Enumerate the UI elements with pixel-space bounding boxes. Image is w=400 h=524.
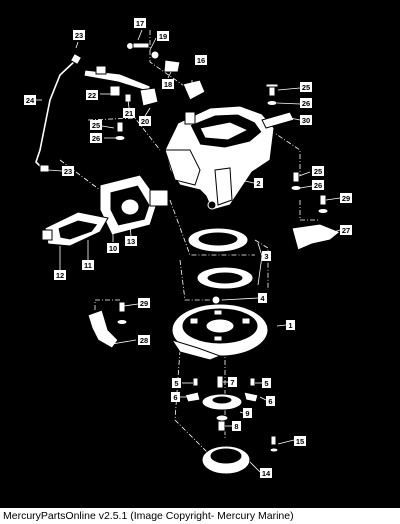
callout-13-text: 13 [127, 237, 135, 246]
callout-25-left-text: 25 [92, 121, 100, 130]
callout-23-bottom-text: 23 [64, 167, 72, 176]
callout-8-text: 8 [234, 422, 238, 431]
callout-29-lower-text: 29 [140, 299, 148, 308]
callout-24-text: 24 [26, 96, 35, 105]
callout-16: 16 [195, 55, 207, 65]
callout-26-top-text: 26 [302, 99, 310, 108]
callout-26-right: 26 [312, 180, 324, 190]
callout-19-text: 19 [159, 32, 167, 41]
callout-13: 13 [125, 236, 137, 246]
callout-25-left: 25 [90, 120, 102, 130]
callout-18: 18 [162, 79, 174, 89]
callout-23-top-text: 23 [75, 31, 83, 40]
callout-24: 24 [24, 95, 36, 105]
callout-23-top: 23 [73, 30, 85, 40]
lockout-lever-27 [291, 223, 341, 251]
callout-9: 9 [243, 408, 252, 418]
callout-14-text: 14 [262, 469, 271, 478]
callout-5-right: 5 [262, 378, 271, 388]
callout-15: 15 [294, 436, 306, 446]
callout-30: 30 [300, 115, 312, 125]
callout-25-right: 25 [312, 166, 324, 176]
callout-2-text: 2 [256, 179, 260, 188]
callout-25-top-text: 25 [302, 83, 310, 92]
rope-guide [99, 174, 169, 236]
callout-30-text: 30 [302, 116, 310, 125]
callout-4-text: 4 [260, 294, 265, 303]
callout-10: 10 [107, 243, 119, 253]
callout-17: 17 [134, 18, 146, 28]
callout-29-lower: 29 [138, 298, 150, 308]
callout-21: 21 [123, 108, 135, 118]
callout-leaders [36, 29, 341, 473]
callout-12-text: 12 [56, 271, 64, 280]
callout-2: 2 [254, 178, 263, 188]
callout-11: 11 [82, 260, 94, 270]
callout-4: 4 [258, 293, 267, 303]
callout-1: 1 [286, 320, 295, 330]
cable-end-fitting [39, 52, 83, 173]
callout-12: 12 [54, 270, 66, 280]
callout-25-top: 25 [300, 82, 312, 92]
callout-22: 22 [86, 90, 98, 100]
callout-28: 28 [138, 335, 150, 345]
callout-20: 20 [139, 116, 151, 126]
rope-handle [41, 211, 109, 247]
callout-5-left: 5 [172, 378, 181, 388]
callout-9-text: 9 [245, 409, 249, 418]
callout-1-text: 1 [288, 321, 292, 330]
pawl-assembly [184, 375, 259, 432]
callout-3-text: 3 [264, 252, 268, 261]
callout-6-right-text: 6 [268, 397, 272, 406]
callout-5-right-text: 5 [264, 379, 268, 388]
callout-16-text: 16 [197, 56, 205, 65]
callout-6-left-text: 6 [173, 393, 177, 402]
callout-23-bottom: 23 [62, 166, 74, 176]
callout-29-right: 29 [340, 193, 352, 203]
starter-cup [201, 435, 279, 475]
screw-washer-top [261, 83, 295, 129]
callout-7-text: 7 [230, 378, 234, 387]
callout-6-left: 6 [171, 392, 180, 402]
callout-25-right-text: 25 [314, 167, 322, 176]
callout-10-text: 10 [109, 244, 117, 253]
callout-14: 14 [260, 468, 272, 478]
callout-19: 19 [157, 31, 169, 41]
copyright-footer: MercuryPartsOnline v2.5.1 (Image Copyrig… [0, 508, 400, 524]
lever-and-screw [87, 301, 128, 349]
callout-3: 3 [262, 251, 271, 261]
callout-27: 27 [340, 225, 352, 235]
callout-11-text: 11 [84, 261, 92, 270]
callout-labels: 1 2 3 4 5 5 6 6 7 8 9 10 11 12 13 14 15 … [24, 18, 352, 478]
exploded-parts-diagram: 1 2 3 4 5 5 6 6 7 8 9 10 11 12 13 14 15 … [24, 18, 352, 478]
callout-27-text: 27 [342, 226, 350, 235]
rope-pulley [170, 295, 269, 361]
rewind-spring [187, 227, 254, 290]
callout-21-text: 21 [125, 109, 133, 118]
screw-washer-mid-right [290, 171, 329, 214]
starter-housing [164, 105, 275, 211]
callout-7: 7 [228, 377, 237, 387]
callout-26-right-text: 26 [314, 181, 322, 190]
callout-5-left-text: 5 [174, 379, 178, 388]
callout-22-text: 22 [88, 91, 96, 100]
callout-28-text: 28 [140, 336, 148, 345]
callout-15-text: 15 [296, 437, 304, 446]
callout-8: 8 [232, 421, 241, 431]
callout-6-right: 6 [266, 396, 275, 406]
callout-26-top: 26 [300, 98, 312, 108]
callout-29-right-text: 29 [342, 194, 350, 203]
callout-17-text: 17 [136, 19, 144, 28]
lockout-linkage [83, 42, 206, 107]
callout-18-text: 18 [164, 80, 172, 89]
callout-20-text: 20 [141, 117, 149, 126]
starter-cable [35, 59, 77, 171]
callout-26-left: 26 [90, 133, 102, 143]
callout-26-left-text: 26 [92, 134, 100, 143]
